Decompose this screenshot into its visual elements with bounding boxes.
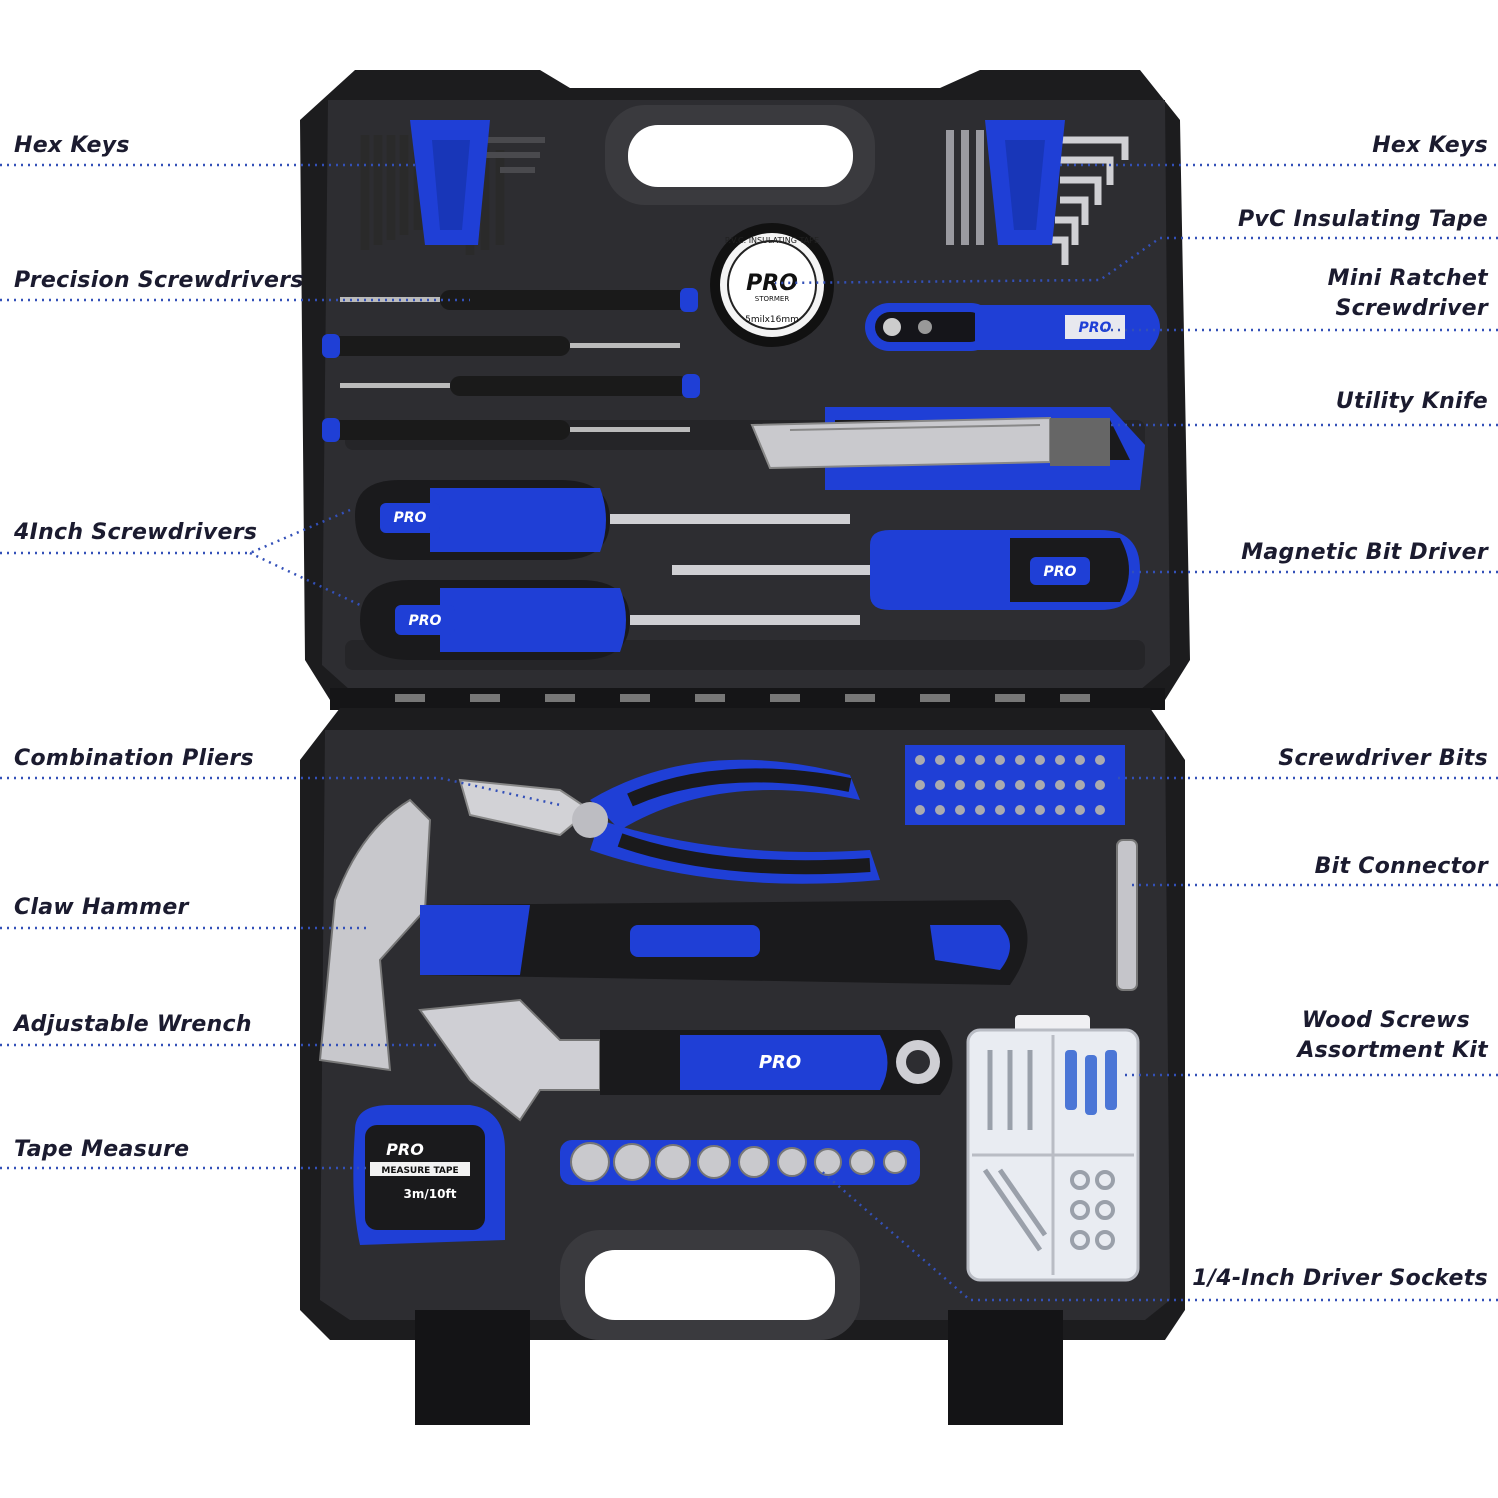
tape-measure-size: 3m/10ft — [404, 1187, 457, 1201]
utility-knife — [750, 407, 1145, 490]
precision-screwdrivers — [322, 288, 700, 442]
label-pvc-insulating-tape: PvC Insulating Tape — [1238, 207, 1488, 232]
wood-screws-kit — [966, 1015, 1140, 1282]
claw-hammer — [318, 798, 1028, 1072]
wrench-logo: PRO — [759, 1052, 801, 1073]
label-mini-ratchet-screwdriver: Screwdriver — [1335, 296, 1488, 321]
tape-roll-size: 5milx16mm — [745, 315, 799, 325]
tape-measure-label: MEASURE TAPE — [381, 1166, 458, 1176]
ratchet-logo: PRO — [1079, 320, 1112, 336]
screwdriver-logo-1: PRO — [394, 510, 427, 526]
tape-roll-logo-sub: STORMER — [755, 295, 790, 303]
hex-keys-left — [360, 120, 545, 255]
screwdriver-bits — [905, 745, 1125, 825]
label-combination-pliers: Combination Pliers — [14, 746, 254, 771]
label-wood-screws: Wood Screws — [1301, 1008, 1470, 1033]
hex-keys-right — [946, 120, 1129, 265]
four-inch-screwdrivers: PRO PRO — [355, 480, 860, 660]
mini-ratchet-screwdriver: PRO — [865, 303, 1160, 351]
bit-driver-logo: PRO — [1044, 564, 1077, 580]
label-utility-knife: Utility Knife — [1335, 389, 1488, 414]
adjustable-wrench: PRO — [418, 998, 953, 1122]
bit-connector — [1116, 839, 1138, 991]
combination-pliers — [458, 759, 880, 884]
label-tape-measure: Tape Measure — [14, 1137, 190, 1162]
magnetic-bit-driver: PRO — [672, 530, 1140, 610]
label-bit-connector: Bit Connector — [1314, 854, 1488, 879]
tape-measure: PRO MEASURE TAPE 3m/10ft — [353, 1105, 505, 1245]
tape-roll-ring-text: P.V.C. INSULATING TAPE — [725, 236, 819, 245]
tape-measure-logo: PRO — [386, 1140, 424, 1159]
label-precision-screwdrivers: Precision Screwdrivers — [14, 268, 304, 293]
label-magnetic-bit-driver: Magnetic Bit Driver — [1241, 540, 1488, 565]
label-assortment-kit: Assortment Kit — [1297, 1038, 1488, 1063]
insulating-tape-roll: P.V.C. INSULATING TAPE PRO STORMER 5milx… — [710, 223, 834, 347]
leader-lines — [0, 163, 1498, 1302]
label-4inch-screwdrivers: 4Inch Screwdrivers — [14, 520, 258, 545]
label-hex-keys-right: Hex Keys — [1372, 133, 1488, 158]
label-hex-keys-left: Hex Keys — [14, 133, 130, 158]
hinge — [330, 688, 1165, 710]
case-base — [300, 708, 1185, 1425]
driver-sockets — [560, 1140, 920, 1185]
label-mini-ratchet: Mini Ratchet — [1327, 266, 1488, 291]
screwdriver-logo-2: PRO — [409, 613, 442, 629]
label-adjustable-wrench: Adjustable Wrench — [14, 1012, 252, 1037]
label-claw-hammer: Claw Hammer — [14, 895, 189, 920]
label-driver-sockets: 1/4-Inch Driver Sockets — [1192, 1266, 1488, 1291]
label-screwdriver-bits: Screwdriver Bits — [1278, 746, 1488, 771]
